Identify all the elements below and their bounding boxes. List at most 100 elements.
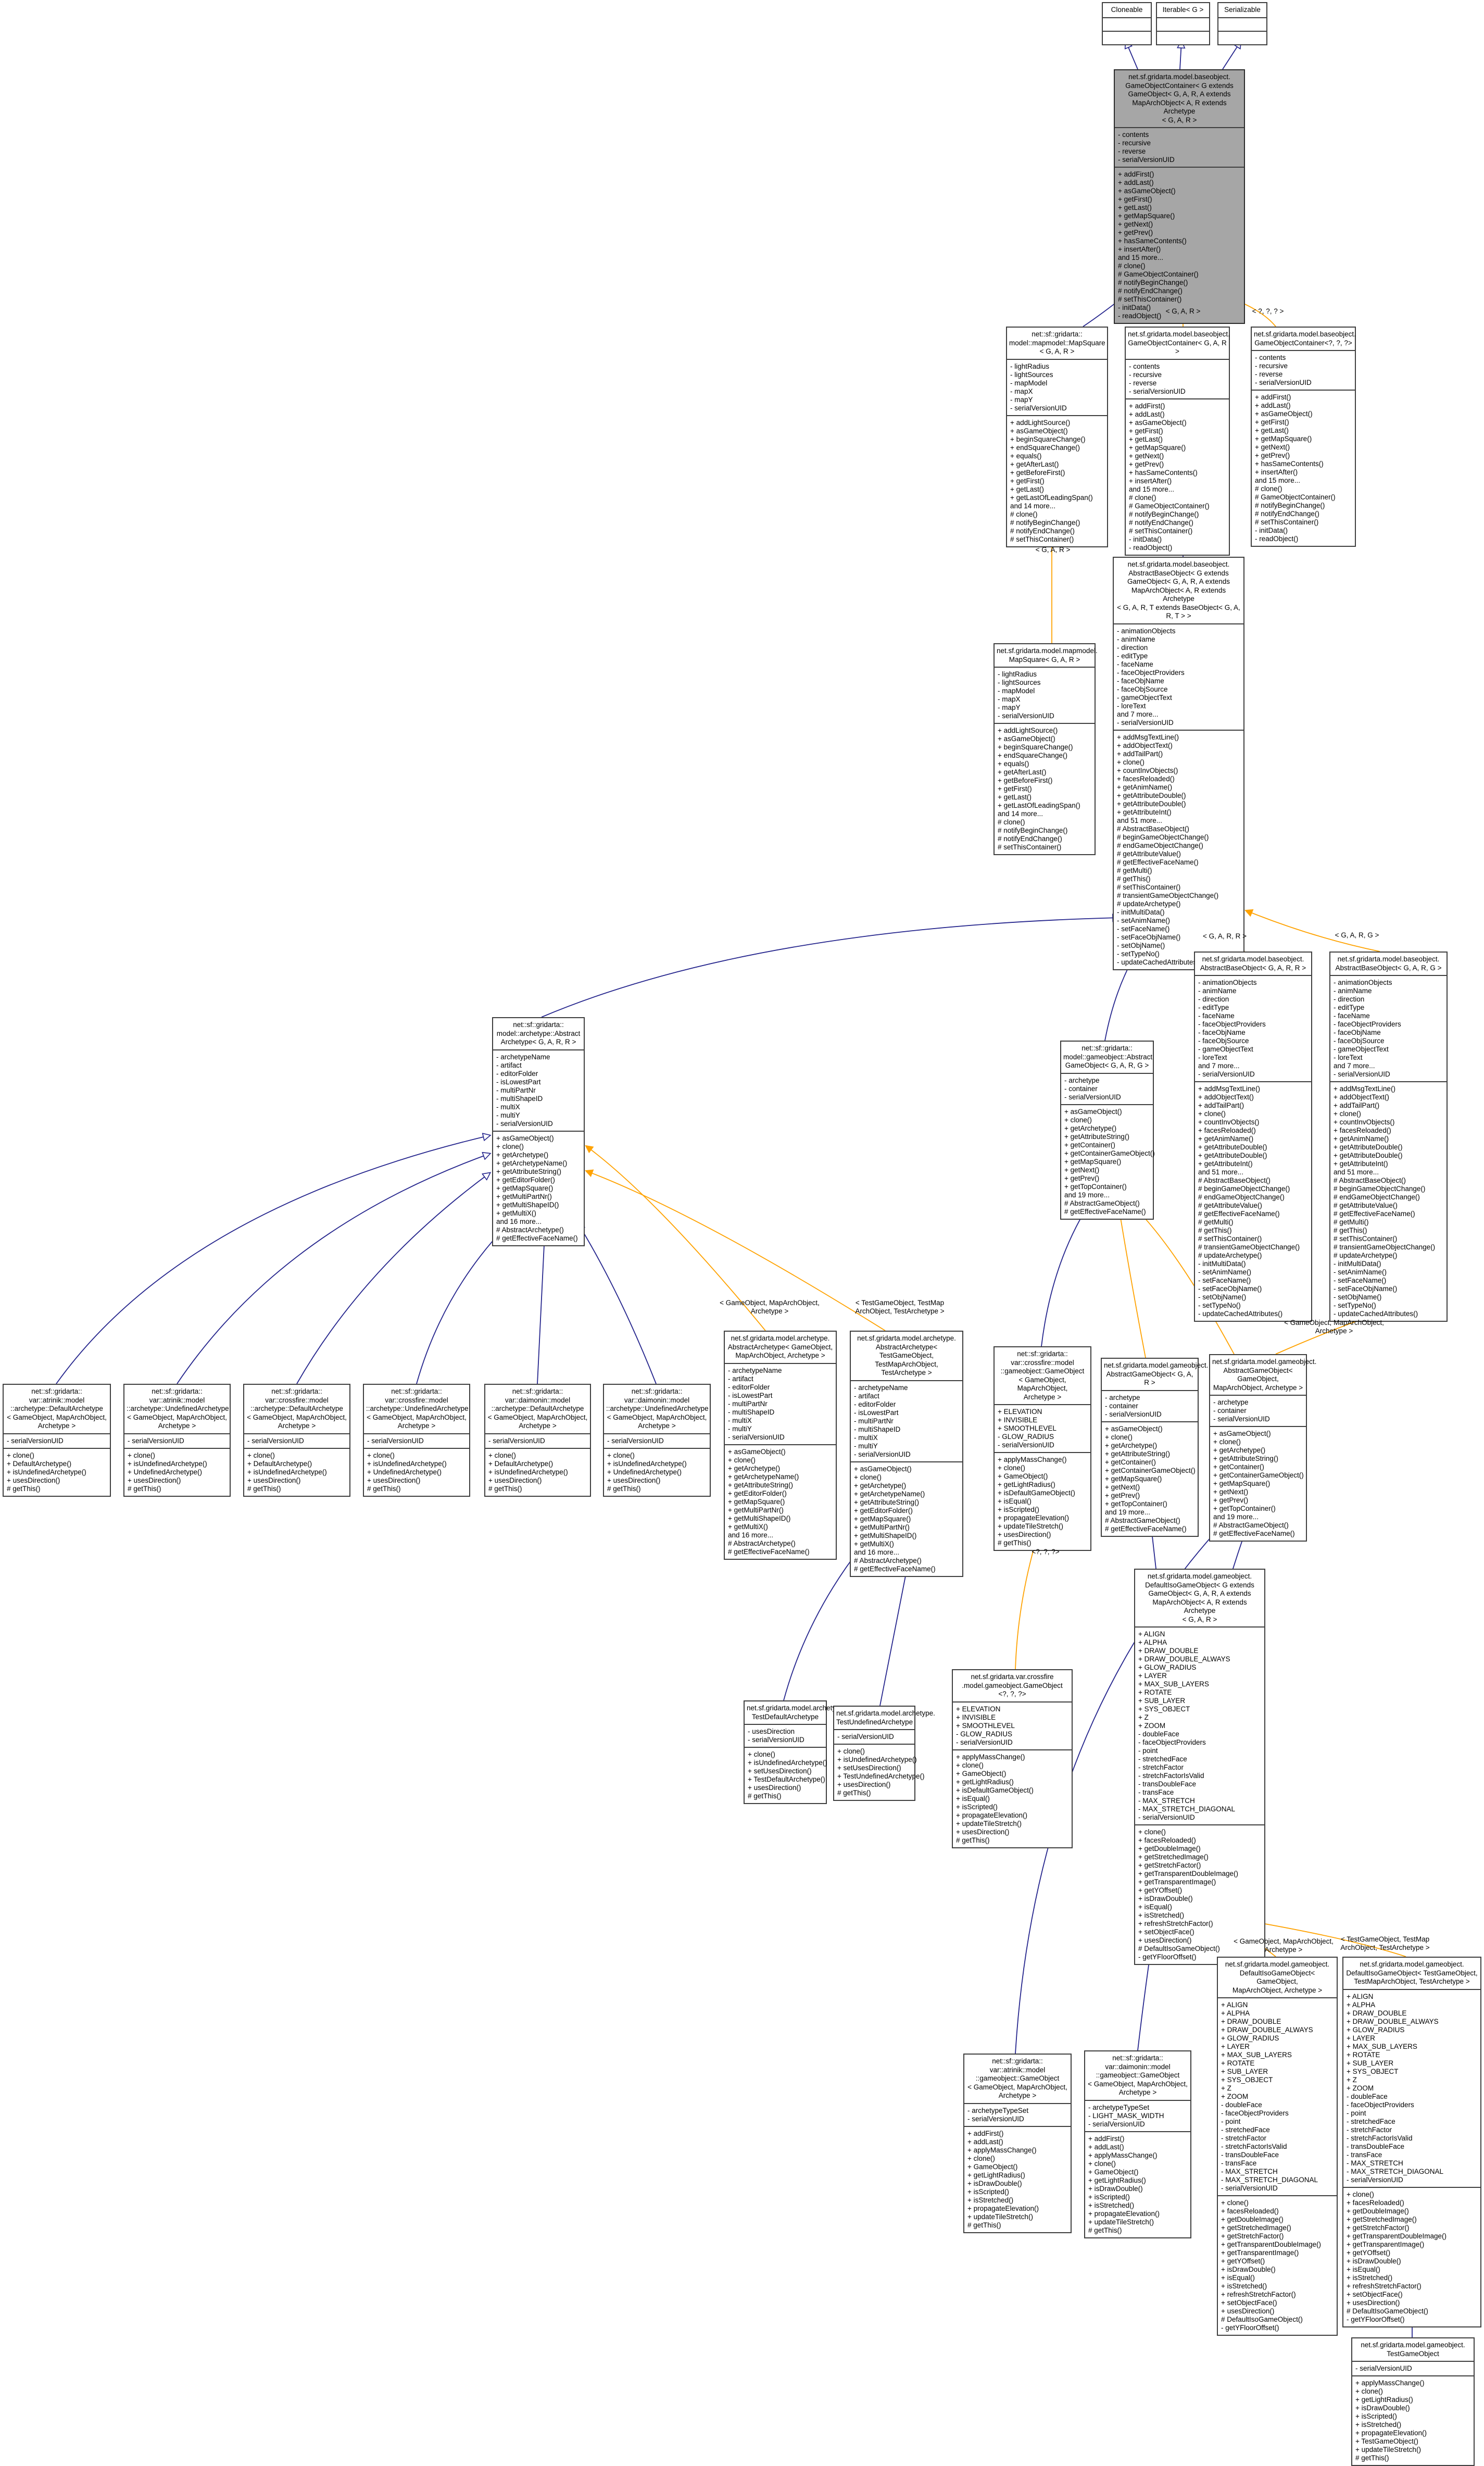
abstractarchetype-inst-test-method: # getEffectiveFaceName() xyxy=(854,1564,936,1573)
abstractbaseobject-garg-field: - animationObjects xyxy=(1334,979,1392,986)
abstractgameobject-inst-class-box[interactable]: net.sf.gridarta.model.gameobject. Abstra… xyxy=(1209,1354,1316,1542)
edge-template-args-label: < G, A, R, R > xyxy=(1202,932,1247,940)
gameobjectcontainer-qqq-method: + getLast() xyxy=(1255,427,1289,434)
abstractbaseobject-main-class-box[interactable]: net.sf.gridarta.model.baseobject. Abstra… xyxy=(1113,557,1244,970)
gameobjectcontainer-gar-class-box[interactable]: net.sf.gridarta.model.baseobject. GameOb… xyxy=(1125,327,1230,556)
gameobjectcontainer-main-field: - reverse xyxy=(1118,147,1146,155)
crossfire-undefinedarchetype-class-box[interactable]: net::sf::gridarta:: var::crossfire::mode… xyxy=(363,1384,470,1497)
abstractarchetype-generic-field: - serialVersionUID xyxy=(496,1119,553,1128)
gameobjectcontainer-main-field: - recursive xyxy=(1118,139,1151,147)
abstractgameobject-inst-method: + getContainerGameObject() xyxy=(1213,1471,1304,1479)
abstractgameobject-gar-title: net.sf.gridarta.model.gameobject. Abstra… xyxy=(1104,1361,1209,1386)
daimonin-gameobject-method: # getThis() xyxy=(1088,2226,1122,2234)
abstractbaseobject-garg-method: + clone() xyxy=(1334,1110,1361,1118)
defaultisogameobject-inst-test-method: + usesDirection() xyxy=(1347,2298,1400,2307)
abstractarchetype-inst-test-method: + getMapSquare() xyxy=(854,1514,911,1523)
crossfire-defaultarchetype-class-box[interactable]: net::sf::gridarta:: var::crossfire::mode… xyxy=(243,1384,350,1497)
abstractarchetype-inst-test-class-box[interactable]: net.sf.gridarta.model.archetype. Abstrac… xyxy=(850,1331,963,1577)
defaultisogameobject-inst-go-method: + getTransparentImage() xyxy=(1221,2249,1299,2257)
defaultisogameobject-inst-go-fields: + ALIGN+ ALPHA+ DRAW_DOUBLE+ DRAW_DOUBLE… xyxy=(1218,1997,1337,2195)
crossfire-gameobject-qqq-method: + propagateElevation() xyxy=(956,1811,1027,1819)
crossfire-defaultarchetype-method: + clone() xyxy=(247,1451,275,1459)
inheritance-edge-17 xyxy=(578,1223,657,1384)
daimonin-gameobject-field: - LIGHT_MASK_WIDTH xyxy=(1088,2111,1164,2120)
abstractarchetype-generic-class-box[interactable]: net::sf::gridarta:: model::archetype::Ab… xyxy=(492,1017,585,1246)
interface-cloneable-title: Cloneable xyxy=(1111,6,1143,14)
crossfire-gameobject-qqq-field: - GLOW_RADIUS xyxy=(956,1730,1013,1738)
abstractbaseobject-garg-class-box[interactable]: net.sf.gridarta.model.baseobject. Abstra… xyxy=(1329,952,1448,1322)
mapsquare-gar-cpp-class-box[interactable]: net::sf::gridarta:: model::mapmodel::Map… xyxy=(1006,327,1108,547)
defaultisogameobject-inst-go-class-box[interactable]: net.sf.gridarta.model.gameobject. Defaul… xyxy=(1217,1957,1338,2336)
abstractbaseobject-main-method: + getAttributeInt() xyxy=(1117,808,1172,816)
interface-iterable-class-box[interactable]: Iterable< G > xyxy=(1156,2,1210,45)
crossfire-gameobject-qqq-class-box[interactable]: net.sf.gridarta.var.crossfire .model.gam… xyxy=(952,1669,1073,1848)
abstractgameobject-gar-class-box[interactable]: net.sf.gridarta.model.gameobject. Abstra… xyxy=(1101,1358,1209,1537)
abstractbaseobject-main-method: # endGameObjectChange() xyxy=(1117,841,1203,849)
defaultisogameobject-main-field: + SUB_LAYER xyxy=(1138,1697,1186,1705)
testundefinedarchetype-class-box[interactable]: net.sf.gridarta.model.archetype. TestUnd… xyxy=(833,1706,935,1801)
defaultisogameobject-inst-go-field: - stretchFactor xyxy=(1221,2134,1267,2142)
inheritance-edge-0 xyxy=(1126,41,1138,70)
gameobjectcontainer-main-class-box[interactable]: net.sf.gridarta.model.baseobject. GameOb… xyxy=(1114,69,1245,324)
crossfire-gameobject-class-box[interactable]: net::sf::gridarta:: var::crossfire::mode… xyxy=(993,1346,1091,1551)
atrinik-undefinedarchetype-class-box[interactable]: net::sf::gridarta:: var::atrinik::model … xyxy=(123,1384,231,1497)
abstractarchetype-generic-method: # AbstractArchetype() xyxy=(496,1225,564,1234)
daimonin-defaultarchetype-method: + usesDirection() xyxy=(488,1476,542,1484)
abstractgameobject-generic-method: # AbstractGameObject() xyxy=(1064,1199,1140,1207)
daimonin-gameobject-fields: - archetypeTypeSet- LIGHT_MASK_WIDTH- se… xyxy=(1085,2099,1190,2131)
mapsquare-gar-dot-method: + getLast() xyxy=(998,793,1032,801)
defaultisogameobject-main-class-box[interactable]: net.sf.gridarta.model.gameobject. Defaul… xyxy=(1134,1569,1265,1965)
crossfire-gameobject-field: + SMOOTHLEVEL xyxy=(998,1424,1057,1432)
mapsquare-gar-dot-methods: + addLightSource()+ asGameObject()+ begi… xyxy=(995,723,1095,854)
mapsquare-gar-dot-class-box[interactable]: net.sf.gridarta.model.mapmodel. MapSquar… xyxy=(993,643,1098,855)
gameobjectcontainer-qqq-class-box[interactable]: net.sf.gridarta.model.baseobject. GameOb… xyxy=(1251,327,1356,547)
testdefaultarchetype-class-box[interactable]: net.sf.gridarta.model.archetype. TestDef… xyxy=(744,1700,846,1804)
defaultisogameobject-main-method: + getYOffset() xyxy=(1138,1886,1183,1894)
crossfire-gameobject-qqq-field: - serialVersionUID xyxy=(956,1738,1013,1746)
crossfire-gameobject-field: + INVISIBLE xyxy=(998,1416,1038,1424)
abstractarchetype-inst-test-method: + getArchetypeName() xyxy=(854,1489,925,1498)
gameobjectcontainer-gar-method: - readObject() xyxy=(1129,543,1173,552)
testdefaultarchetype-method: + clone() xyxy=(748,1750,775,1758)
atrinik-gameobject-class-box[interactable]: net::sf::gridarta:: var::atrinik::model … xyxy=(963,2054,1072,2233)
crossfire-gameobject-qqq-field: + SMOOTHLEVEL xyxy=(956,1721,1015,1730)
abstractbaseobject-garg-field: - animName xyxy=(1334,987,1372,995)
abstractbaseobject-main-field: - gameObjectText xyxy=(1117,693,1172,702)
gameobjectcontainer-main-method: + getLast() xyxy=(1118,204,1152,211)
abstractbaseobject-main-method: # updateArchetype() xyxy=(1117,899,1181,908)
abstractarchetype-inst-test-field: - multiShapeID xyxy=(854,1425,901,1433)
edge-template-args-label: < GameObject, MapArchObject, Archetype > xyxy=(720,1299,820,1315)
atrinik-gameobject-method: + clone() xyxy=(967,2154,995,2162)
abstractarchetype-inst-test-method: + clone() xyxy=(854,1473,882,1481)
abstractarchetype-inst-test-method: # AbstractArchetype() xyxy=(854,1556,922,1564)
defaultisogameobject-main-field: + LAYER xyxy=(1138,1672,1167,1680)
daimonin-gameobject-class-box[interactable]: net::sf::gridarta:: var::daimonin::model… xyxy=(1084,2050,1191,2238)
gameobjectcontainer-qqq-method: + getFirst() xyxy=(1255,418,1289,426)
abstractgameobject-generic-class-box[interactable]: net::sf::gridarta:: model::gameobject::A… xyxy=(1060,1041,1155,1220)
crossfire-defaultarchetype-methods: + clone()+ DefaultArchetype()+ isUndefin… xyxy=(244,1447,349,1496)
atrinik-defaultarchetype-methods: + clone()+ DefaultArchetype()+ isUndefin… xyxy=(4,1447,110,1496)
abstractbaseobject-garr-class-box[interactable]: net.sf.gridarta.model.baseobject. Abstra… xyxy=(1194,952,1312,1322)
abstractbaseobject-garg-method: # AbstractBaseObject() xyxy=(1334,1176,1406,1184)
testdefaultarchetype-method: + setUsesDirection() xyxy=(748,1767,812,1775)
daimonin-defaultarchetype-class-box[interactable]: net::sf::gridarta:: var::daimonin::model… xyxy=(484,1384,591,1497)
mapsquare-gar-cpp-method: and 14 more... xyxy=(1010,502,1056,510)
defaultisogameobject-inst-go-method: # DefaultIsoGameObject() xyxy=(1221,2315,1303,2323)
interface-serializable-class-box[interactable]: Serializable xyxy=(1217,2,1267,45)
abstractarchetype-inst-go-class-box[interactable]: net.sf.gridarta.model.archetype. Abstrac… xyxy=(724,1331,837,1560)
atrinik-gameobject-field: - serialVersionUID xyxy=(967,2114,1024,2123)
testgameobject-class-box[interactable]: net.sf.gridarta.model.gameobject. TestGa… xyxy=(1351,2337,1475,2466)
daimonin-undefinedarchetype-class-box[interactable]: net::sf::gridarta:: var::daimonin::model… xyxy=(603,1384,711,1497)
atrinik-defaultarchetype-class-box[interactable]: net::sf::gridarta:: var::atrinik::model … xyxy=(3,1384,111,1497)
crossfire-defaultarchetype-method: + DefaultArchetype() xyxy=(247,1459,312,1468)
gameobjectcontainer-main-title: net.sf.gridarta.model.baseobject. GameOb… xyxy=(1125,73,1234,124)
atrinik-undefinedarchetype-methods: + clone()+ isUndefinedArchetype()+ Undef… xyxy=(124,1447,230,1496)
daimonin-gameobject-method: + propagateElevation() xyxy=(1088,2209,1160,2218)
defaultisogameobject-inst-test-class-box[interactable]: net.sf.gridarta.model.gameobject. Defaul… xyxy=(1342,1957,1481,2327)
gameobjectcontainer-main-methods: + addFirst()+ addLast()+ asGameObject()+… xyxy=(1115,167,1244,323)
interface-cloneable-class-box[interactable]: Cloneable xyxy=(1102,2,1152,45)
testgameobject-method: + isStretched() xyxy=(1355,2421,1402,2429)
abstractbaseobject-main-method: - setFaceObjName() xyxy=(1117,933,1181,941)
testgameobject-method: # getThis() xyxy=(1355,2454,1389,2462)
abstractbaseobject-garr-method: + addObjectText() xyxy=(1198,1093,1254,1101)
